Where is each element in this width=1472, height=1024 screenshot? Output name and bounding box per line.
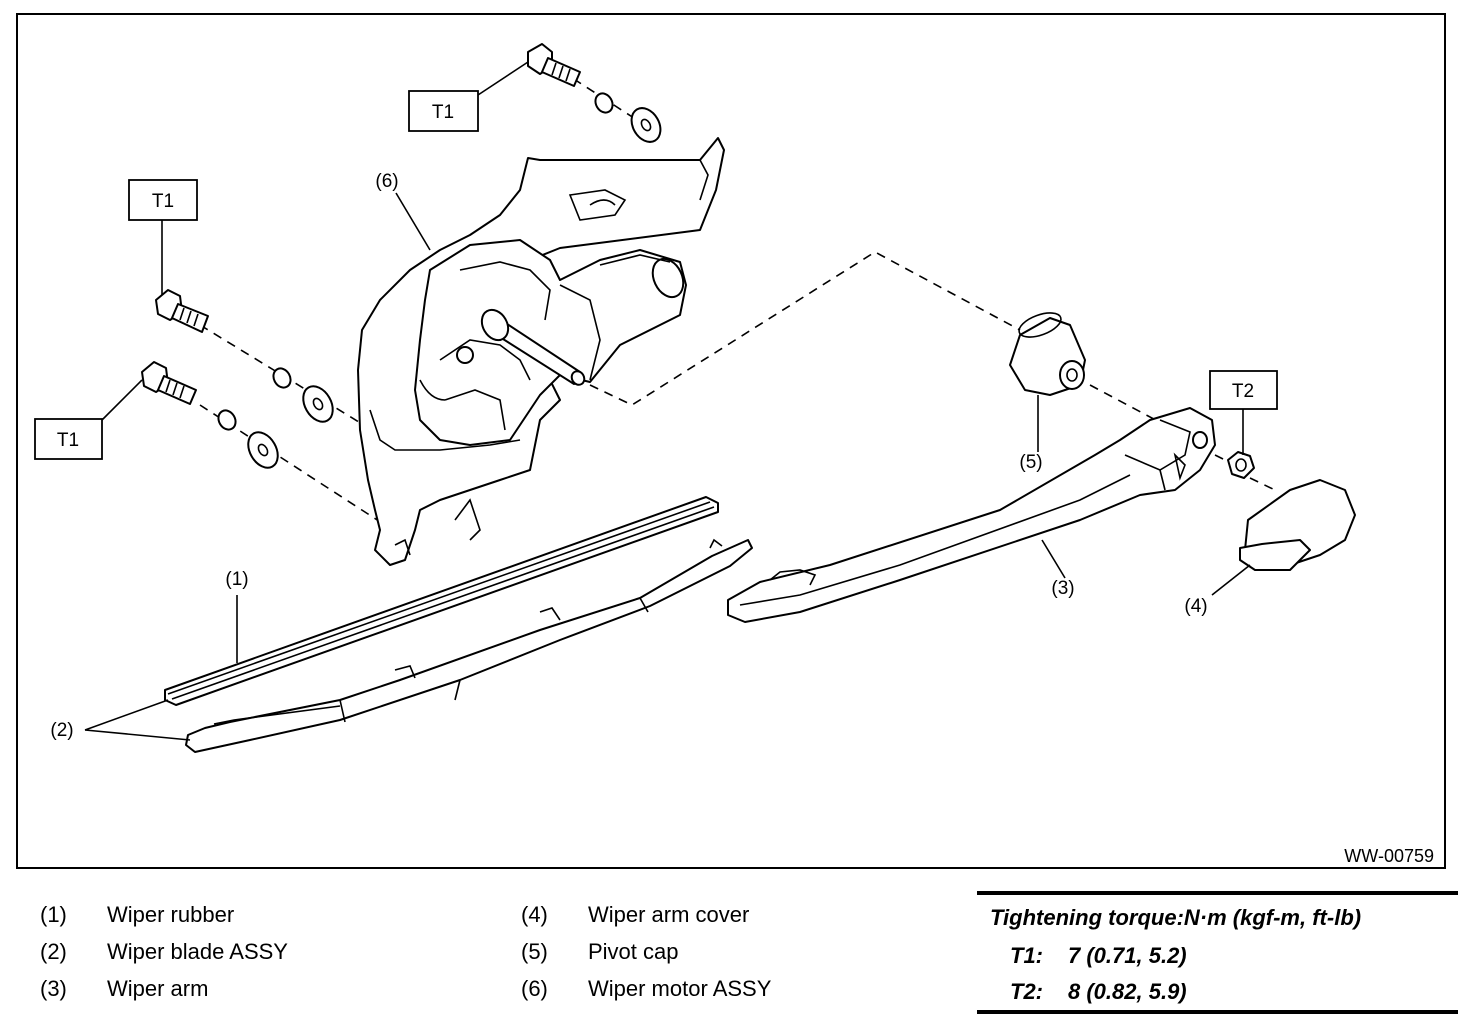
diagram-frame [16,13,1446,869]
tightening-torque-table: Tightening torque:N·m (kgf-m, ft-lb) T1:… [977,891,1458,1014]
callout-1: (1) [225,569,248,590]
legend-number: (3) [40,976,67,1001]
torque-box-t2: T2 [1209,370,1278,410]
legend-item: (3) Wiper arm [40,970,440,1007]
torque-row-t1: T1: 7 (0.71, 5.2) [1010,943,1187,969]
washer-left-lower [247,431,279,469]
callout-2: (2) [50,720,73,741]
legend-item: (5) Pivot cap [521,933,921,970]
legend-item: (6) Wiper motor ASSY [521,970,921,1007]
legend-name: Wiper rubber [107,902,235,927]
callout-4: (4) [1184,596,1207,617]
washer-left-upper [302,385,334,423]
legend-number: (1) [40,902,67,927]
svg-text:T1: T1 [432,102,454,123]
pivot-cap [1009,312,1086,396]
wiper-arm-cover [1239,479,1356,571]
legend-name: Wiper arm cover [588,902,750,927]
legend-item: (2) Wiper blade ASSY [40,933,440,970]
legend-item: (1) Wiper rubber [40,896,440,933]
torque-title: Tightening torque:N·m (kgf-m, ft-lb) [990,905,1362,930]
legend-number: (5) [521,939,548,964]
bolt-left-lower [141,361,197,405]
spacer-top [594,92,614,114]
wiper-arm [727,407,1216,623]
figure-id: WW-00759 [1344,846,1434,866]
torque-row-t2: T2: 8 (0.82, 5.9) [1010,979,1187,1005]
legend-number: (6) [521,976,548,1001]
svg-text:T1: T1 [57,430,79,451]
torque-key: T1: [1010,943,1043,968]
washer-top [630,107,662,143]
torque-box-t1-top: T1 [408,90,479,132]
wiper-rubber [164,496,719,706]
callout-5: (5) [1019,452,1042,473]
legend-number: (4) [521,902,548,927]
wiper-motor-assy [357,137,725,566]
wiper-blade-assy [185,538,753,753]
legend-name: Wiper motor ASSY [588,976,772,1001]
parts-legend-right: (4) Wiper arm cover (5) Pivot cap (6) Wi… [521,896,921,1007]
bolt-top [527,43,581,87]
legend-name: Wiper blade ASSY [107,939,288,964]
spacer-left-upper [272,367,292,389]
torque-key: T2: [1010,979,1043,1004]
spacer-left-lower [217,409,237,431]
legend-name: Wiper arm [107,976,209,1001]
exploded-diagram: T1 T1 T1 T2 (6) (1) (2) (5) (3) (4) WW-0… [16,13,1446,869]
nut-t2 [1227,451,1255,479]
torque-value: 8 (0.82, 5.9) [1068,979,1187,1004]
torque-box-t1-left-lower: T1 [34,418,103,460]
callout-3: (3) [1051,578,1074,599]
callout-6: (6) [375,171,398,192]
legend-number: (2) [40,939,67,964]
bolt-left-upper [155,289,209,333]
svg-text:T1: T1 [152,191,174,212]
torque-box-t1-left-upper: T1 [128,179,198,221]
torque-value: 7 (0.71, 5.2) [1068,943,1187,968]
legend-name: Pivot cap [588,939,679,964]
leader-lines [84,61,1251,741]
parts-legend-left: (1) Wiper rubber (2) Wiper blade ASSY (3… [40,896,440,1007]
legend-item: (4) Wiper arm cover [521,896,921,933]
svg-text:T2: T2 [1232,381,1254,402]
